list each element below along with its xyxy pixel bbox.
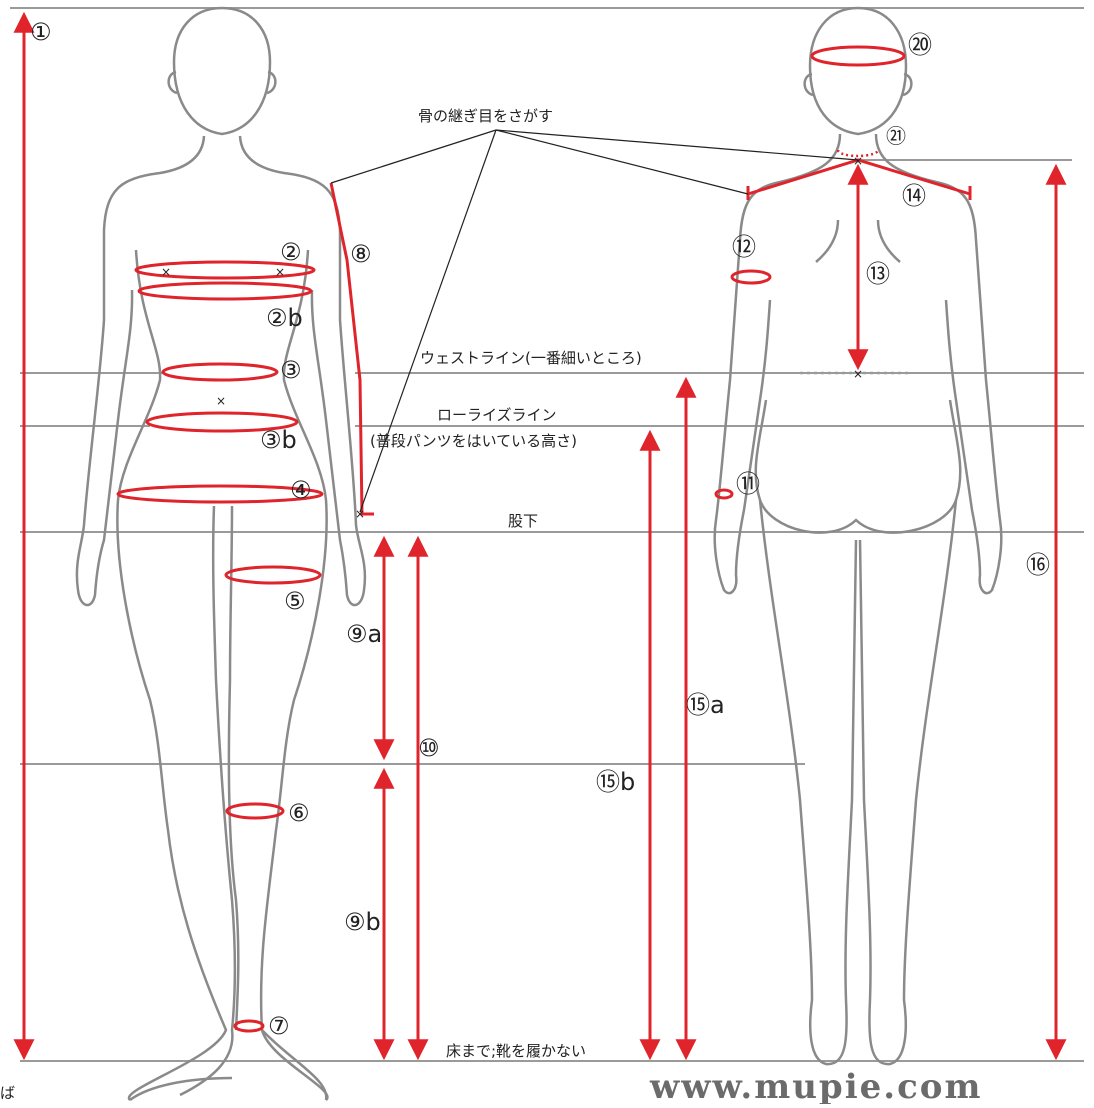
- back-shoulder-blades: [815, 219, 901, 263]
- marker-13: ⑬: [866, 260, 890, 288]
- marker-5: ⑤: [284, 587, 306, 615]
- front-inner-legs: [179, 505, 240, 1097]
- marker-16: ⑯: [1026, 551, 1050, 579]
- marker-3b: ③b: [260, 426, 297, 454]
- x-mark-neck: ×: [853, 154, 863, 168]
- ellipse-7-ankle-back: [233, 1019, 265, 1027]
- back-ear-right: [902, 72, 913, 97]
- label-lowrise-line: ローライズライン: [437, 406, 557, 424]
- number-markers: ① ② ②b ③ ③b ④ ⑤ ⑥ ⑦ ⑧ ⑨a ⑨b ⑩ ⑪ ⑫ ⑬ ⑭ ⑮a…: [30, 18, 1050, 1040]
- front-waist-hips: [116, 249, 329, 1101]
- marker-21: ㉑: [886, 124, 906, 148]
- label-lowrise-note: (普段パンツをはいている高さ): [370, 432, 577, 450]
- marker-20: ⑳: [908, 31, 932, 59]
- front-torso-outline: [75, 135, 367, 607]
- measurements: [13, 11, 1067, 1061]
- back-buttocks: [754, 399, 962, 534]
- watermark: www.mupie.com: [649, 1067, 982, 1104]
- back-ear-left: [803, 72, 814, 97]
- label-bone-seam: 骨の継ぎ目をさがす: [418, 107, 553, 125]
- marker-10: ⑩: [418, 734, 440, 762]
- marker-1: ①: [30, 18, 52, 46]
- x-mark-navel: ×: [216, 394, 226, 408]
- marker-15a: ⑮a: [686, 691, 725, 719]
- ellipse-2b-underbust-back: [137, 281, 313, 292]
- marker-2b: ②b: [266, 304, 303, 332]
- marker-11: ⑪: [736, 470, 760, 498]
- marker-6: ⑥: [288, 799, 310, 827]
- marker-8: ⑧: [350, 240, 372, 268]
- ellipse-6-calf-back: [225, 802, 285, 812]
- front-figure: [75, 6, 367, 1102]
- back-figure: [713, 6, 1003, 1066]
- marker-3: ③: [280, 356, 302, 384]
- x-mark-bust-left: ×: [161, 265, 171, 279]
- x-mark-back-waist: ×: [853, 367, 863, 381]
- guide-lines: [10, 7, 1084, 1062]
- front-feet: [129, 1029, 328, 1102]
- label-waistline: ウェストライン(一番細いところ): [420, 349, 642, 367]
- front-ear-left: [167, 70, 178, 95]
- ellipse-11-wrist: [714, 488, 734, 500]
- x-mark-wrist: ×: [355, 507, 365, 521]
- back-torso-outline: [713, 133, 1003, 595]
- ellipse-2-bust-back: [134, 260, 316, 271]
- x-marks: × × × × × ×: [161, 154, 863, 521]
- ellipse-20-head: [810, 45, 906, 67]
- front-ear-right: [266, 70, 277, 95]
- back-head: [808, 6, 908, 136]
- ellipse-12-upperarm: [730, 269, 772, 285]
- ellipse-5-thigh-back: [224, 565, 322, 576]
- label-corner-fragment: ば: [0, 1084, 15, 1102]
- front-head: [172, 6, 272, 136]
- label-floor-note: 床まで;靴を履かない: [446, 1042, 586, 1060]
- marker-14: ⑭: [902, 182, 926, 210]
- marker-7: ⑦: [268, 1012, 290, 1040]
- x-mark-bust-right: ×: [275, 265, 285, 279]
- marker-9b: ⑨b: [344, 908, 381, 936]
- labels: 骨の継ぎ目をさがす ウェストライン(一番細いところ) ローライズライン (普段パ…: [0, 107, 982, 1107]
- marker-9a: ⑨a: [346, 620, 382, 648]
- marker-15b: ⑮b: [596, 768, 635, 796]
- line-8-arm-length: [329, 182, 374, 516]
- marker-2: ②: [280, 238, 302, 266]
- marker-4: ④: [290, 476, 312, 504]
- back-legs: [758, 499, 958, 1066]
- ellipse-21-neck: [836, 149, 880, 158]
- marker-12: ⑫: [732, 233, 756, 261]
- ellipse-3b-lowrise-back: [145, 411, 299, 423]
- bone-seam-pointers: [330, 129, 859, 513]
- ellipse-3-waist: [161, 362, 279, 382]
- label-crotch: 股下: [508, 512, 538, 530]
